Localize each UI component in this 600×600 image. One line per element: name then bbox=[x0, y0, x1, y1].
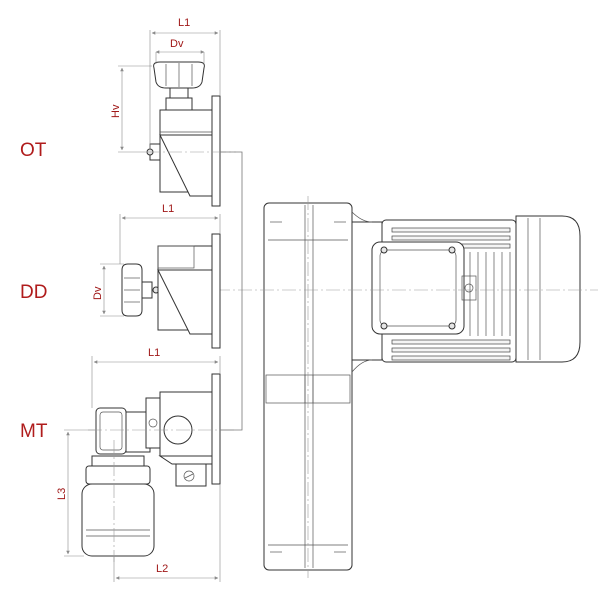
variant-label-mt: MT bbox=[20, 421, 48, 442]
flange-link-line bbox=[220, 151, 243, 431]
mt-l3-label: L3 bbox=[56, 488, 68, 500]
main-reducer-housing bbox=[263, 202, 353, 571]
variant-label-ot: OT bbox=[20, 140, 47, 161]
dd-l1-label: L1 bbox=[162, 203, 174, 215]
ot-hv-label: Hv bbox=[110, 104, 122, 118]
mt-l2-label: L2 bbox=[156, 563, 168, 575]
dd-dv-label: Dv bbox=[92, 286, 104, 300]
mt-l1-label: L1 bbox=[148, 347, 160, 359]
ot-assembly bbox=[146, 61, 236, 207]
ot-dimensions bbox=[118, 30, 221, 153]
ot-l1-label: L1 bbox=[178, 17, 190, 29]
mt-assembly bbox=[81, 373, 236, 562]
variant-label-dd: DD bbox=[20, 282, 47, 303]
dd-dimensions bbox=[100, 214, 221, 317]
ot-dv-label: Dv bbox=[170, 38, 184, 50]
electric-motor bbox=[351, 211, 581, 373]
mt-dimensions bbox=[64, 356, 221, 582]
dd-assembly bbox=[121, 233, 221, 349]
